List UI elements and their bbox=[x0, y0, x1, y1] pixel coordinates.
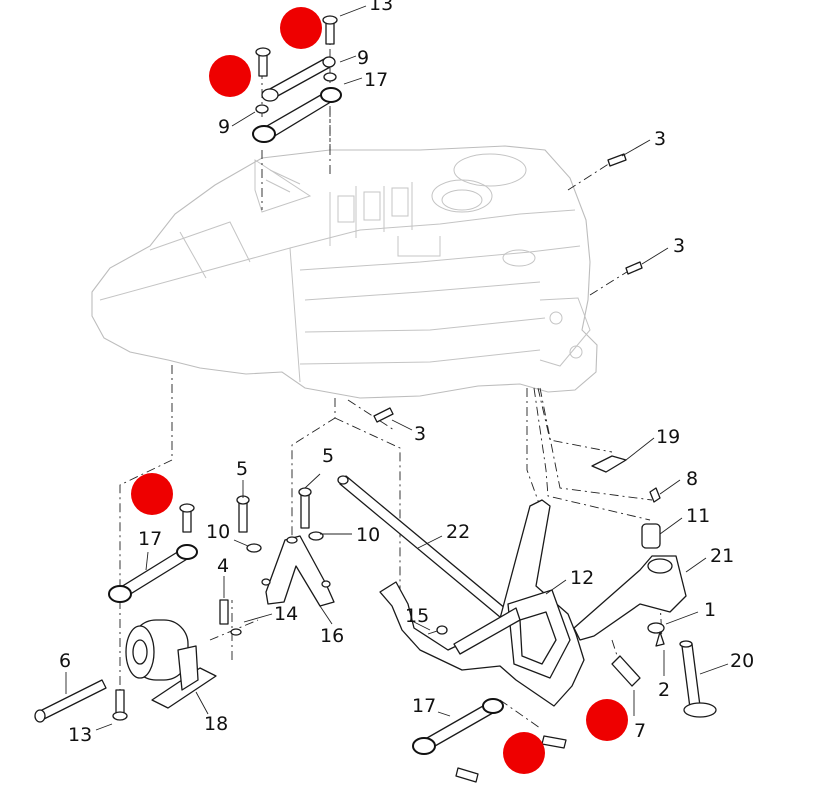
callout-17-upper: 17 bbox=[364, 69, 388, 91]
upper-link-17 bbox=[252, 87, 342, 143]
upper-link-rod bbox=[261, 56, 336, 102]
callout-13-top: 13 bbox=[369, 0, 393, 15]
bolts-5-washers-10 bbox=[219, 487, 324, 636]
leader-lines bbox=[65, 5, 729, 731]
callout-5-left: 5 bbox=[236, 458, 248, 480]
lower-link-17 bbox=[412, 698, 567, 783]
callout-10-left: 10 bbox=[206, 521, 230, 543]
bolt-13-lower bbox=[112, 689, 128, 721]
callout-9-left: 9 bbox=[218, 116, 230, 138]
bolt-20 bbox=[679, 640, 717, 718]
bar-22 bbox=[337, 475, 513, 623]
callout-14: 14 bbox=[274, 603, 298, 625]
callout-5-right: 5 bbox=[322, 445, 334, 467]
callout-8: 8 bbox=[686, 468, 698, 490]
red-dot-marker-bottom-right bbox=[586, 699, 628, 741]
callout-labels: 13 9 17 9 3 3 3 19 8 11 21 1 20 2 7 12 2… bbox=[59, 0, 754, 746]
upper-fasteners bbox=[255, 15, 338, 114]
callout-3-mid: 3 bbox=[673, 235, 685, 257]
nut-15 bbox=[436, 625, 448, 635]
callout-11: 11 bbox=[686, 505, 710, 527]
clip-19 bbox=[591, 455, 661, 503]
bolt-6 bbox=[34, 679, 107, 723]
callout-1: 1 bbox=[704, 599, 716, 621]
red-dot-marker-top-left bbox=[209, 55, 251, 97]
subframe-12 bbox=[379, 499, 585, 707]
callout-2: 2 bbox=[658, 679, 670, 701]
red-dot-marker-bottom bbox=[503, 732, 545, 774]
callout-22: 22 bbox=[446, 521, 470, 543]
callout-10-right: 10 bbox=[356, 524, 380, 546]
spring-11 bbox=[641, 523, 661, 549]
callout-18: 18 bbox=[204, 713, 228, 735]
frame-assembly bbox=[91, 145, 598, 399]
callout-3-low: 3 bbox=[414, 423, 426, 445]
callout-19: 19 bbox=[656, 426, 680, 448]
callout-7: 7 bbox=[634, 720, 646, 742]
red-dot-marker-left bbox=[131, 473, 173, 515]
callout-21: 21 bbox=[710, 545, 734, 567]
left-link-17 bbox=[108, 503, 198, 603]
callout-6: 6 bbox=[59, 650, 71, 672]
callout-13-lower: 13 bbox=[68, 724, 92, 746]
callout-17-left: 17 bbox=[138, 528, 162, 550]
bolt-7 bbox=[611, 655, 641, 687]
red-markers bbox=[131, 7, 628, 774]
callout-17-lower: 17 bbox=[412, 695, 436, 717]
callout-3-top: 3 bbox=[654, 128, 666, 150]
callout-4: 4 bbox=[217, 555, 229, 577]
callout-9-upper: 9 bbox=[357, 47, 369, 69]
callout-12: 12 bbox=[570, 567, 594, 589]
red-dot-marker-top-right bbox=[280, 7, 322, 49]
callout-16: 16 bbox=[320, 625, 344, 647]
callout-20: 20 bbox=[730, 650, 754, 672]
bracket-14-16 bbox=[261, 535, 335, 607]
washer-1-bolt-2 bbox=[647, 622, 665, 647]
callout-15: 15 bbox=[405, 605, 429, 627]
engine-mount-18 bbox=[125, 619, 217, 709]
bracket-21 bbox=[573, 555, 687, 641]
bolts-3 bbox=[373, 153, 643, 423]
